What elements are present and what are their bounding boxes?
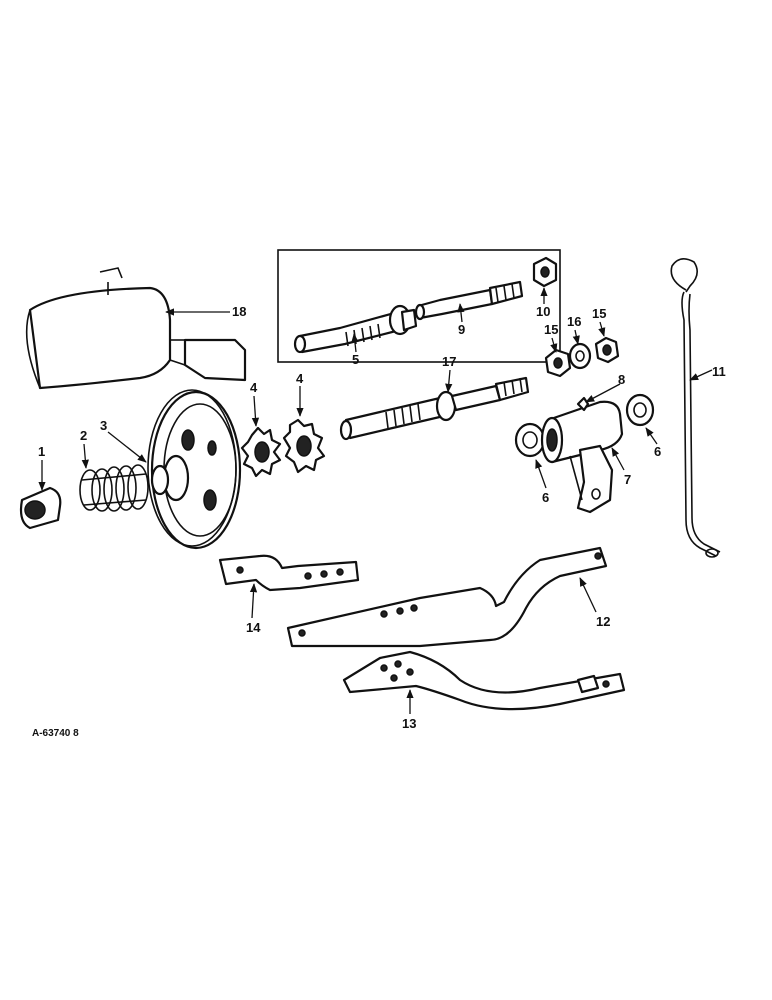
bar-part-13	[342, 650, 626, 711]
washer-part-16	[568, 342, 592, 370]
label-part-15a: 15	[544, 322, 558, 337]
label-part-16: 16	[567, 314, 581, 329]
bearing-part-6a	[514, 422, 546, 458]
label-part-3: 3	[100, 418, 107, 433]
label-part-1: 1	[38, 444, 45, 459]
bar-part-14	[218, 554, 360, 592]
shaft-assembly-box	[277, 249, 561, 363]
bracket-part-7	[540, 400, 624, 514]
figure-code: A-63740 8	[32, 728, 79, 739]
label-part-10: 10	[536, 304, 550, 319]
label-part-13: 13	[402, 716, 416, 731]
label-part-8: 8	[618, 372, 625, 387]
bearing-part-6b	[625, 393, 655, 427]
label-part-6a: 6	[542, 490, 549, 505]
cap-part-1	[19, 486, 62, 530]
rod-part-11	[670, 258, 721, 558]
nut-part-10	[532, 256, 558, 288]
pulley-part-3	[147, 389, 242, 550]
bar-part-12	[286, 546, 608, 648]
axle-housing-part-18	[25, 267, 247, 390]
label-part-7: 7	[624, 472, 631, 487]
label-part-15b: 15	[592, 306, 606, 321]
label-part-14: 14	[246, 620, 261, 635]
label-part-17: 17	[442, 354, 456, 369]
label-part-12: 12	[596, 614, 610, 629]
spring-part-2	[79, 464, 149, 512]
nut-part-15a	[544, 348, 572, 378]
label-part-18: 18	[232, 304, 246, 319]
shaft-part-17	[339, 376, 530, 441]
label-part-9: 9	[458, 322, 465, 337]
nut-part-15b	[594, 336, 620, 364]
leader-lines	[38, 287, 713, 714]
shaft-part-5	[293, 304, 418, 354]
label-part-2: 2	[80, 428, 87, 443]
label-part-6b: 6	[654, 444, 661, 459]
star-washer-part-4b	[282, 418, 326, 474]
splined-shaft-part-9	[414, 280, 524, 321]
star-washer-part-4a	[240, 426, 282, 478]
label-part-11: 11	[712, 364, 726, 379]
label-part-5: 5	[352, 352, 359, 367]
label-part-4b: 4	[296, 371, 304, 386]
label-part-4a: 4	[250, 380, 258, 395]
